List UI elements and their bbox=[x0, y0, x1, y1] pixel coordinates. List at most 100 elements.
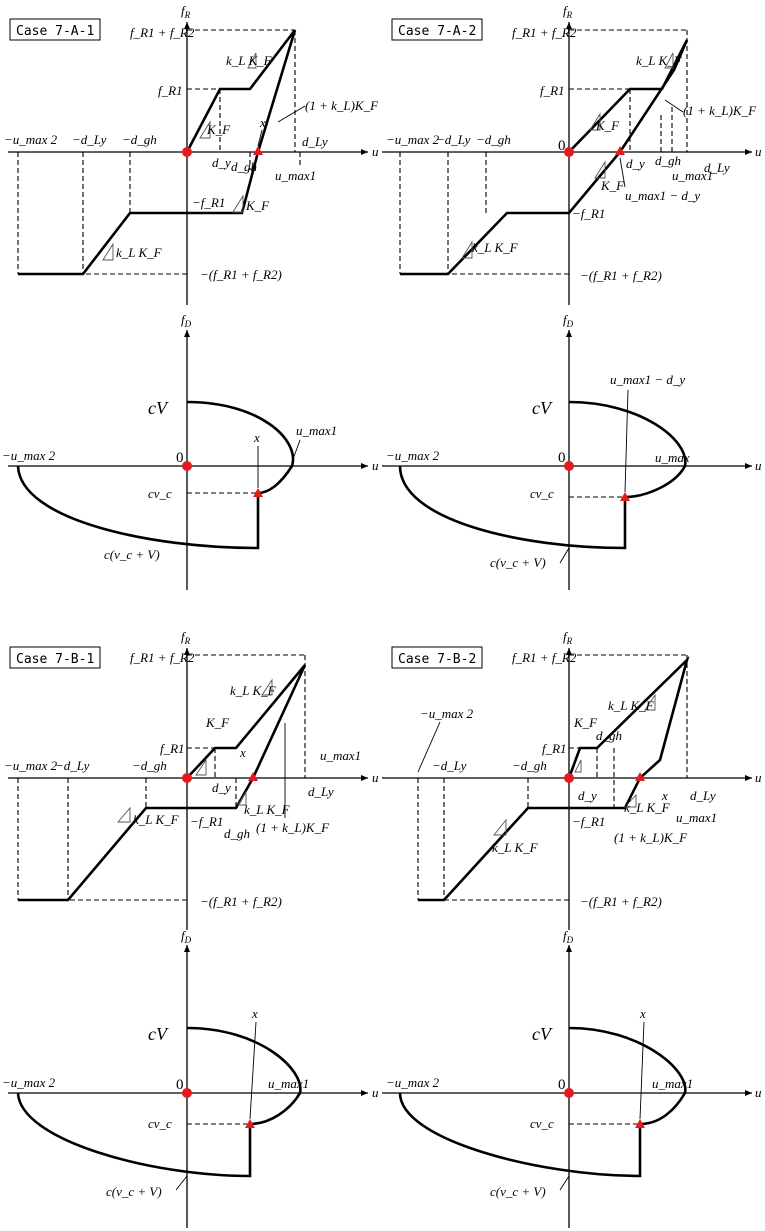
u-axis-label: u bbox=[755, 1085, 762, 1100]
label-neg-fr1: −f_R1 bbox=[572, 814, 605, 829]
f-axis-arrow-icon bbox=[566, 22, 572, 29]
label-one-plus-kl-kf: (1 + k_L)K_F bbox=[683, 103, 757, 118]
label-neg-dly: −d_Ly bbox=[436, 132, 471, 147]
label-cv: cV bbox=[532, 398, 553, 418]
x-marker-icon bbox=[248, 772, 258, 781]
label-dy: d_y bbox=[212, 155, 231, 170]
label-dy: d_y bbox=[578, 788, 597, 803]
u-axis-label: u bbox=[755, 458, 762, 473]
f-axis-label: fR bbox=[563, 3, 573, 20]
label-neg-umax2: −u_max 2 bbox=[386, 448, 440, 463]
u-axis-arrow-icon bbox=[745, 149, 752, 155]
f-axis-arrow-icon bbox=[184, 945, 190, 952]
case-label-box bbox=[9, 646, 101, 669]
label-fr1: f_R1 bbox=[540, 83, 565, 98]
u-axis-label: u bbox=[372, 1085, 379, 1100]
case-label-box bbox=[391, 18, 483, 41]
label-one-plus-kl-kf: (1 + k_L)K_F bbox=[614, 830, 688, 845]
u-axis-arrow-icon bbox=[745, 1090, 752, 1096]
x-marker-icon bbox=[615, 146, 625, 155]
f-axis-label: fD bbox=[181, 928, 192, 945]
leader-line bbox=[249, 1021, 257, 1120]
label-neg-fr1: −f_R1 bbox=[192, 195, 225, 210]
label-klkf-middle: k_L K_F bbox=[244, 802, 291, 817]
leader-line bbox=[624, 389, 629, 493]
label-neg-dgh: −d_gh bbox=[476, 132, 511, 147]
label-neg-dly: −d_Ly bbox=[432, 758, 467, 773]
label-zero: 0 bbox=[558, 1077, 566, 1093]
damping-curve bbox=[16, 400, 295, 550]
label-neg-umax2: −u_max 2 bbox=[420, 706, 474, 721]
u-axis-arrow-icon bbox=[361, 149, 368, 155]
label-neg-dgh: −d_gh bbox=[132, 758, 167, 773]
label-dy: d_y bbox=[626, 156, 645, 171]
label-klkf-bottom: k_L K_F bbox=[492, 840, 539, 855]
damping-curve bbox=[398, 400, 687, 550]
label-neg-dly: −d_Ly bbox=[72, 132, 107, 147]
leader-line bbox=[175, 1175, 188, 1191]
u-axis-arrow-icon bbox=[361, 463, 368, 469]
label-cv: cV bbox=[148, 398, 169, 418]
label-fr1: f_R1 bbox=[160, 741, 185, 756]
u-axis-label: u bbox=[755, 770, 762, 785]
label-neg-dgh: −d_gh bbox=[512, 758, 547, 773]
label-zero: 0 bbox=[558, 450, 566, 466]
label-neg-umax2: −u_max 2 bbox=[4, 132, 58, 147]
label-dgh: d_gh bbox=[231, 159, 257, 174]
origin-dot bbox=[182, 147, 192, 157]
label-neg-dgh: −d_gh bbox=[122, 132, 157, 147]
label-klkf-bottom: k_L K_F bbox=[116, 245, 163, 260]
force-curve bbox=[418, 655, 690, 902]
label-cvc: cv_c bbox=[148, 486, 172, 501]
label-fr1-fr2: f_R1 + f_R2 bbox=[512, 25, 577, 40]
case-label: Case 7-A-1 bbox=[16, 24, 94, 39]
label-umax: u_max bbox=[655, 450, 690, 465]
u-axis-label: u bbox=[755, 144, 762, 159]
label-dly: d_Ly bbox=[302, 134, 328, 149]
leader-line bbox=[619, 157, 626, 188]
x-marker-icon bbox=[635, 772, 645, 781]
u-axis-arrow-icon bbox=[745, 463, 752, 469]
label-dgh: d_gh bbox=[655, 153, 681, 168]
label-umax1-minus-dy: u_max1 − d_y bbox=[625, 188, 700, 203]
u-axis-arrow-icon bbox=[361, 1090, 368, 1096]
f-axis-arrow-icon bbox=[566, 330, 572, 337]
f-axis-arrow-icon bbox=[566, 945, 572, 952]
label-klkf-bottom: k_L K_F bbox=[472, 240, 519, 255]
label-neg-dly: −d_Ly bbox=[55, 758, 90, 773]
label-umax1: u_max1 bbox=[672, 168, 713, 183]
label-umax1: u_max1 bbox=[268, 1076, 309, 1091]
leader-line bbox=[559, 1175, 570, 1191]
label-klkf-bottom: k_L K_F bbox=[133, 812, 180, 827]
label-zero: 0 bbox=[176, 450, 184, 466]
u-axis-label: u bbox=[372, 770, 379, 785]
label-neg-fr1-fr2: −(f_R1 + f_R2) bbox=[200, 267, 282, 282]
label-dgh: d_gh bbox=[596, 728, 622, 743]
label-umax1: u_max1 bbox=[676, 810, 717, 825]
leader-line bbox=[291, 439, 301, 463]
f-axis-label: fR bbox=[563, 629, 573, 646]
label-neg-fr1-fr2: −(f_R1 + f_R2) bbox=[580, 894, 662, 909]
panel-b-2-damping: u fD cV 0 u_max1 −u_max 2 x cv_c c(v_c +… bbox=[382, 928, 762, 1228]
label-neg-umax2: −u_max 2 bbox=[386, 132, 440, 147]
origin-dot bbox=[564, 147, 574, 157]
u-axis-label: u bbox=[372, 458, 379, 473]
label-cvc: cv_c bbox=[530, 1116, 554, 1131]
label-x: x bbox=[239, 745, 246, 760]
label-umax1: u_max1 bbox=[320, 748, 361, 763]
label-neg-umax2: −u_max 2 bbox=[2, 1075, 56, 1090]
label-klkf-top: k_L K_F bbox=[226, 53, 273, 68]
x-marker-icon bbox=[635, 1119, 645, 1128]
f-axis-label: fD bbox=[181, 312, 192, 329]
slope-triangles bbox=[102, 52, 257, 261]
label-fr1-fr2: f_R1 + f_R2 bbox=[130, 650, 195, 665]
f-axis-label: fD bbox=[563, 312, 574, 329]
panel-b-1-damping: u fD cV 0 u_max1 −u_max 2 x cv_c c(v_c +… bbox=[2, 928, 379, 1228]
label-kf-down: K_F bbox=[245, 198, 270, 213]
x-marker-icon bbox=[253, 146, 263, 155]
label-neg-umax2: −u_max 2 bbox=[386, 1075, 440, 1090]
label-x: x bbox=[661, 788, 668, 803]
slope-triangles bbox=[493, 693, 656, 836]
slope-triangles bbox=[117, 678, 273, 823]
